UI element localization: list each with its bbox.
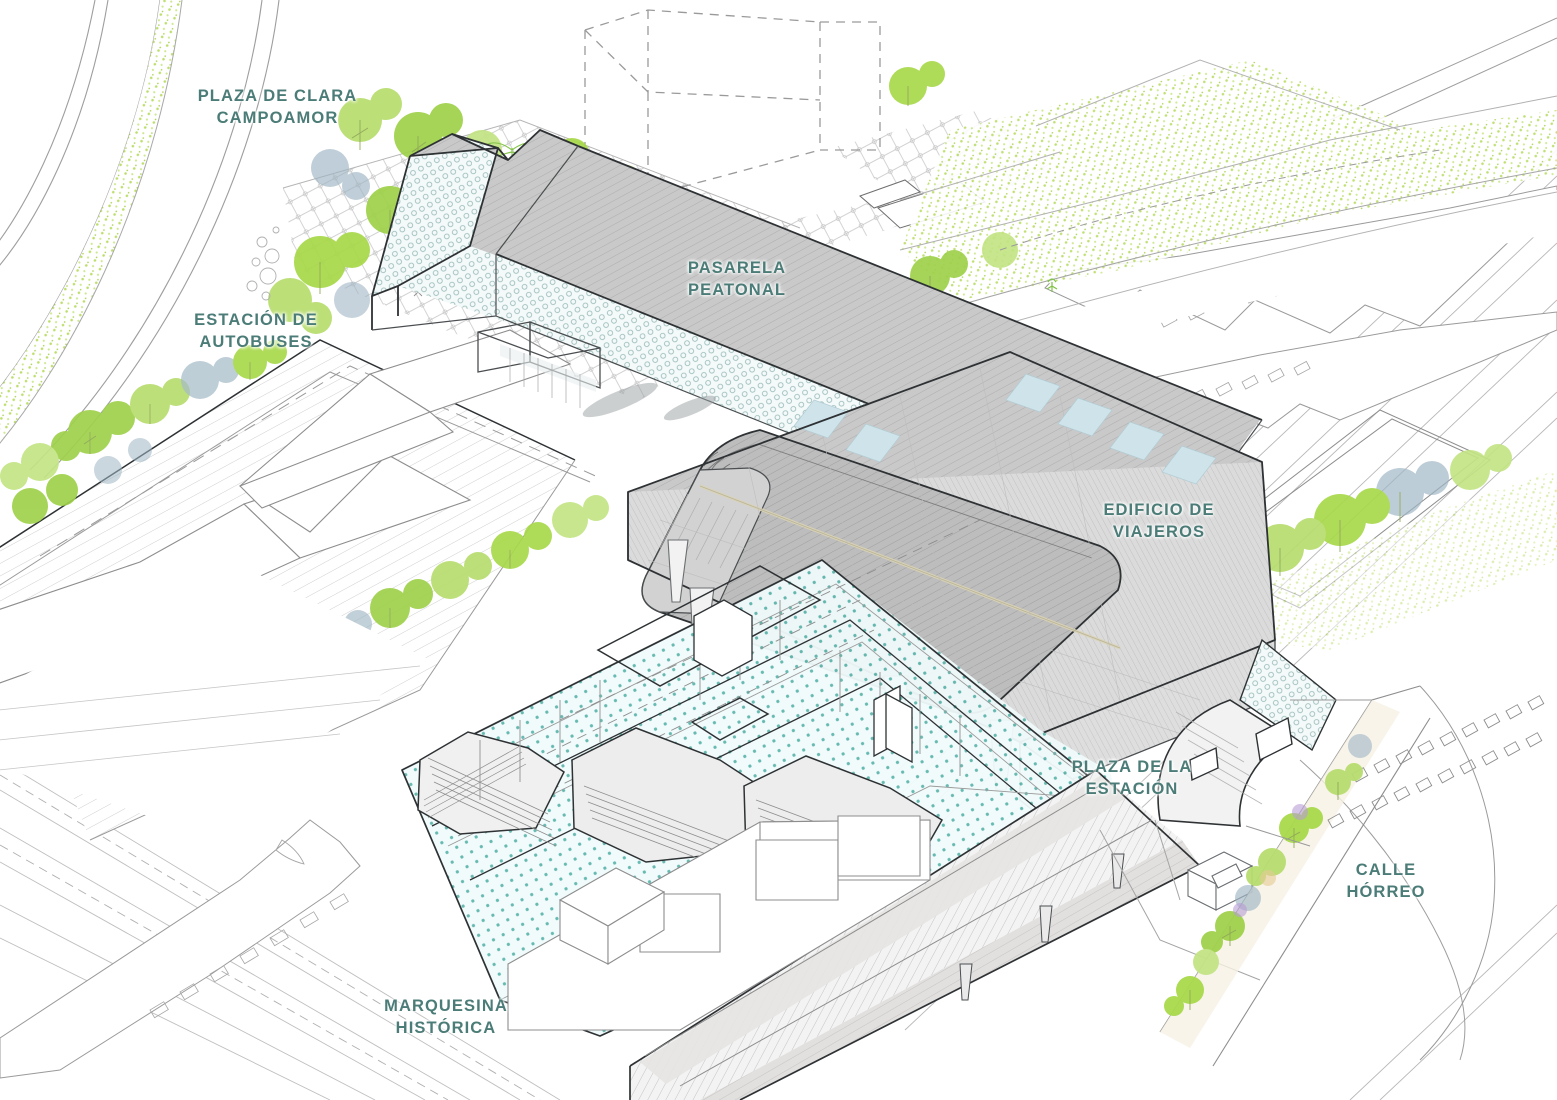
calle-horreo-planting — [1164, 734, 1372, 1016]
bus-station-edges — [0, 339, 576, 548]
tree-row-bus-station — [0, 340, 287, 524]
plaza-estacion-openings — [1189, 716, 1293, 782]
plaza-estacion-small-buildings — [1186, 851, 1254, 911]
southeast-boundary — [1419, 685, 1496, 1061]
dashed-phantom-building — [584, 9, 881, 197]
north-bank-outlines — [899, 59, 1401, 201]
pasarela-north-head-roof — [410, 130, 578, 254]
bubble-circles — [246, 226, 280, 301]
bank-contour-2 — [984, 191, 1557, 331]
bus-station-volume-a — [0, 455, 472, 684]
escalator-1-treads — [427, 757, 557, 847]
plaza-estacion-ramp-hatch — [1175, 711, 1263, 805]
train-lower-left — [0, 819, 361, 1079]
footpath-north-bank — [999, 149, 1441, 251]
train-lower-left-windows — [149, 893, 349, 1019]
planted-verge-band-left-edge — [0, 0, 183, 444]
escalator-2-treads — [583, 785, 751, 879]
label-pasarela-peatonal: PASARELA PEATONAL — [687, 259, 787, 299]
terrace-skylights — [793, 373, 1217, 485]
small-figure-north — [1046, 278, 1058, 292]
label-plaza-de-la-estacion: PLAZA DE LA ESTACIÓN — [1071, 758, 1193, 798]
label-plaza-clara-campoamor: PLAZA DE CLARA CAMPOAMOR — [197, 87, 358, 127]
platform-core-volumes — [693, 599, 913, 764]
platform-cable-lines — [423, 745, 527, 819]
label-edificio-de-viajeros: EDIFICIO DE VIAJEROS — [1103, 501, 1215, 541]
lower-white-volumes — [507, 815, 931, 1031]
southwest-paving-lines — [0, 665, 421, 771]
green-band-mid-right — [1000, 190, 1557, 362]
platform-beams — [596, 565, 822, 741]
green-speckle-band-north — [900, 60, 1557, 300]
label-marquesina-historica: MARQUESINA HISTÓRICA — [384, 997, 508, 1037]
bank-contour — [959, 167, 1557, 306]
plaza-connector-paths — [1245, 699, 1372, 847]
edificio-roof-edge-accent-line — [699, 485, 1121, 649]
bus-station-dashed-lane — [39, 365, 601, 557]
east-bank-green — [1230, 470, 1557, 650]
edificio-gable-flutes — [659, 493, 749, 569]
marquesina-ridge-band — [640, 776, 1126, 1084]
marquesina-slope-b — [700, 840, 1200, 1100]
edificio-east-ramp — [1239, 638, 1337, 752]
southwest-paving-band — [0, 560, 430, 830]
label-estacion-de-autobuses: ESTACIÓN DE AUTOBUSES — [194, 311, 318, 351]
train-nose-detail — [275, 839, 305, 865]
planted-verge-band-left — [0, 0, 182, 443]
marquesina-edge-soft — [644, 781, 1153, 1087]
label-calle-horreo: CALLE HÓRREO — [1346, 861, 1426, 901]
plaza-paving-edge — [282, 119, 801, 229]
pavilion-mullions — [509, 348, 581, 408]
green-speckle-band-north-edge — [899, 95, 1557, 251]
calle-horreo-parking-row-2 — [1327, 732, 1543, 829]
bus-station-volume-b — [239, 329, 572, 533]
marquesina-columns — [959, 853, 1125, 1001]
lower-white-volume-cube — [558, 867, 666, 965]
edificio-terrace-outline — [627, 351, 1276, 743]
